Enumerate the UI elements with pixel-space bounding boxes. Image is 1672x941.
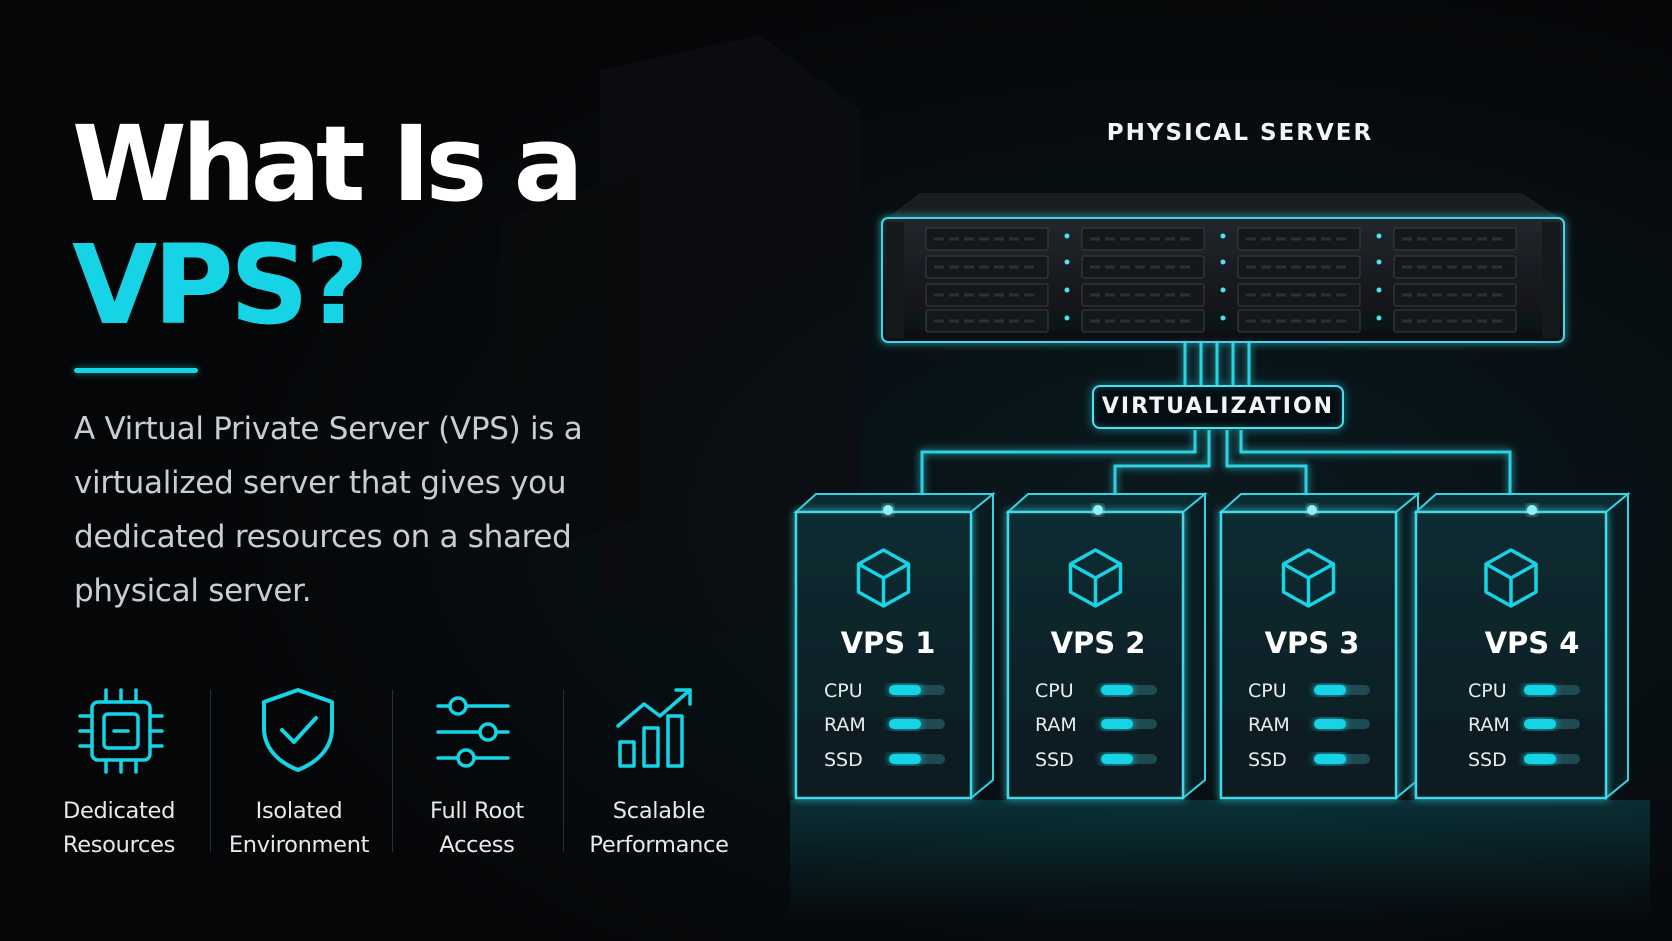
vps-box-top xyxy=(1413,493,1631,513)
feature-divider xyxy=(210,690,211,852)
feature-divider xyxy=(392,690,393,852)
feature-label-line2: Access xyxy=(439,832,515,858)
status-led xyxy=(1064,287,1070,293)
vps-box-front xyxy=(1219,510,1398,800)
resource-bar-fill xyxy=(889,719,921,729)
physical-server xyxy=(881,193,1565,344)
resource-bar-fill xyxy=(1101,754,1133,764)
vps-box-front xyxy=(1414,510,1608,800)
status-led xyxy=(1376,233,1382,239)
connection-node xyxy=(883,505,893,515)
status-led xyxy=(1220,315,1226,321)
title-line-2: VPS? xyxy=(72,221,369,349)
vps-2-name: VPS 2 xyxy=(1050,626,1146,660)
growth-chart-icon xyxy=(616,688,692,768)
resource-bar-fill xyxy=(889,685,921,695)
background-shape xyxy=(600,35,860,640)
resource-bar-fill xyxy=(889,754,921,764)
virtualization-label: VIRTUALIZATION xyxy=(1092,385,1344,429)
vps-1-name: VPS 1 xyxy=(840,626,936,660)
resource-bar-fill xyxy=(1314,754,1346,764)
vps-3-cpu-label: CPU xyxy=(1248,680,1287,702)
cube-icon xyxy=(856,548,911,608)
connection-node xyxy=(1307,505,1317,515)
vps-box-front xyxy=(1006,510,1185,800)
vps-2-cpu-label: CPU xyxy=(1035,680,1074,702)
description-text: A Virtual Private Server (VPS) is a virt… xyxy=(74,411,583,609)
connection-node xyxy=(1093,505,1103,515)
accent-divider xyxy=(74,368,198,373)
resource-bar-fill xyxy=(1314,685,1346,695)
background-shape xyxy=(500,170,640,560)
vps-2-ssd-label: SSD xyxy=(1035,749,1074,771)
vps-1-ram-label: RAM xyxy=(824,714,866,736)
title-line-1: What Is a xyxy=(72,103,584,225)
status-led xyxy=(1220,259,1226,265)
status-led xyxy=(1064,315,1070,321)
vps-1-cpu-label: CPU xyxy=(824,680,863,702)
feature-label-line1: Isolated xyxy=(255,798,343,824)
resource-bar-fill xyxy=(1524,685,1556,695)
feature-label-line2: Environment xyxy=(228,832,370,858)
vps-4-ssd-label: SSD xyxy=(1468,749,1507,771)
feature-label-line1: Dedicated xyxy=(62,798,176,824)
vps-box-side xyxy=(1182,491,1206,801)
shield-check-icon xyxy=(262,688,334,772)
vps-4-name: VPS 4 xyxy=(1484,626,1580,660)
status-led xyxy=(1064,233,1070,239)
vps-3-ssd-label: SSD xyxy=(1248,749,1287,771)
feature-label-line2: Performance xyxy=(589,832,729,858)
floor-reflection xyxy=(790,800,1650,920)
chip-icon xyxy=(78,688,164,774)
vps-2-ram-label: RAM xyxy=(1035,714,1077,736)
page-title: What Is a VPS? xyxy=(72,103,584,349)
status-led xyxy=(1376,315,1382,321)
cube-icon xyxy=(1068,548,1123,608)
resource-bar-fill xyxy=(1101,685,1133,695)
status-led xyxy=(1220,287,1226,293)
vps-box-top xyxy=(1005,493,1208,513)
vps-1-ssd-label: SSD xyxy=(824,749,863,771)
vps-3-ram-label: RAM xyxy=(1248,714,1290,736)
vps-4-cpu-label: CPU xyxy=(1468,680,1507,702)
feature-label-line2: Resources xyxy=(62,832,176,858)
feature-label-line1: Full Root xyxy=(430,798,524,824)
vps-3-name: VPS 3 xyxy=(1264,626,1360,660)
resource-bar-fill xyxy=(1101,719,1133,729)
vps-box-top xyxy=(1218,493,1421,513)
connection-node xyxy=(1527,505,1537,515)
vps-boxes xyxy=(793,491,1631,801)
status-led xyxy=(1220,233,1226,239)
status-led xyxy=(1064,259,1070,265)
status-led xyxy=(1376,287,1382,293)
sliders-icon xyxy=(436,696,510,768)
cube-icon xyxy=(1484,548,1538,608)
connection-lines xyxy=(920,343,1512,498)
feature-divider xyxy=(563,690,564,852)
physical-server-label: PHYSICAL SERVER xyxy=(1106,120,1374,146)
vps-box-top xyxy=(793,493,996,513)
cube-icon xyxy=(1281,548,1336,608)
resource-bar-fill xyxy=(1524,754,1556,764)
feature-label-line1: Scalable xyxy=(612,798,706,824)
resource-bar-fill xyxy=(1524,719,1556,729)
status-led xyxy=(1376,259,1382,265)
resource-bar-fill xyxy=(1314,719,1346,729)
vps-4-ram-label: RAM xyxy=(1468,714,1510,736)
